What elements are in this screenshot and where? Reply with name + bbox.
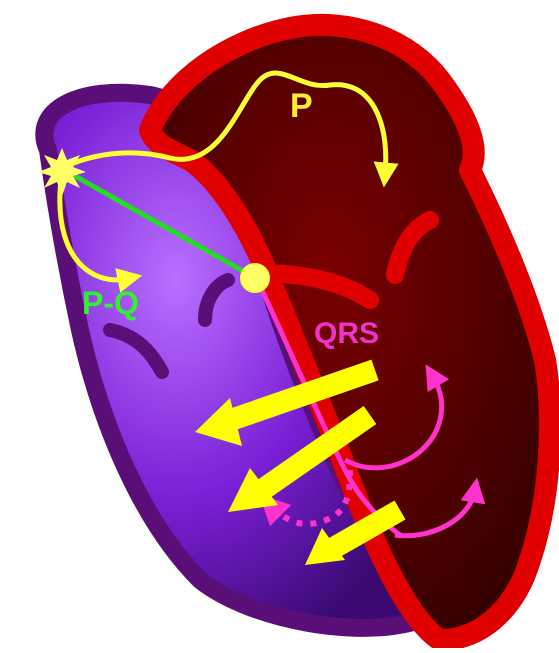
- label-pq: P-Q: [82, 285, 139, 321]
- label-qrs: QRS: [314, 317, 379, 350]
- label-p: P: [290, 87, 313, 125]
- circle-node-icon: [241, 264, 269, 292]
